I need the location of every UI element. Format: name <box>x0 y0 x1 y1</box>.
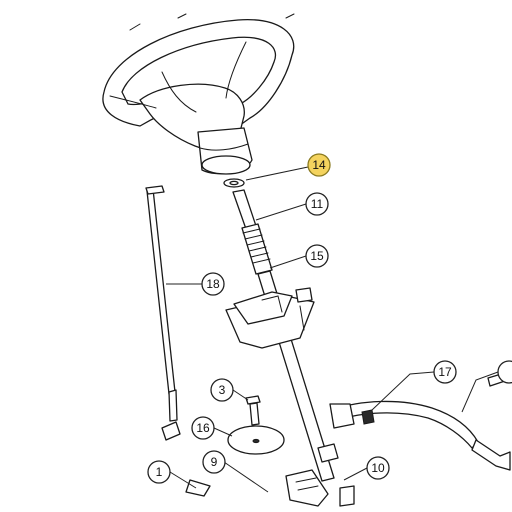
washer-part <box>223 178 245 188</box>
bolt-part <box>245 395 261 426</box>
callout-9: 9 <box>202 450 226 474</box>
callout-14: 14 <box>307 153 331 177</box>
callout-18-label: 18 <box>206 277 220 291</box>
callout-15-label: 15 <box>310 249 324 263</box>
callout-15: 15 <box>305 244 329 268</box>
callout-11: 11 <box>305 192 329 216</box>
leader-lines <box>166 166 499 493</box>
callout-11-label: 11 <box>311 197 324 211</box>
steering-wheel <box>102 13 295 175</box>
callout-10: 10 <box>366 456 390 480</box>
callout-17: 17 <box>433 360 457 384</box>
callout-3: 3 <box>210 378 234 402</box>
callout-18: 18 <box>201 272 225 296</box>
callout-1-label: 1 <box>156 465 163 479</box>
steering-bracket <box>225 287 315 349</box>
callout-3-label: 3 <box>219 383 226 397</box>
lower-gear-part <box>185 469 355 507</box>
drag-link-rod <box>145 185 181 441</box>
plate-part <box>227 425 285 455</box>
callout-partial <box>497 360 512 384</box>
callout-17-label: 17 <box>438 365 452 379</box>
callout-14-label: 14 <box>312 158 326 172</box>
callout-16-label: 16 <box>196 421 210 435</box>
callout-9-label: 9 <box>211 455 218 469</box>
callout-16: 16 <box>191 416 215 440</box>
callout-1: 1 <box>147 460 171 484</box>
tie-rod <box>329 371 511 471</box>
callout-10-label: 10 <box>371 461 385 475</box>
